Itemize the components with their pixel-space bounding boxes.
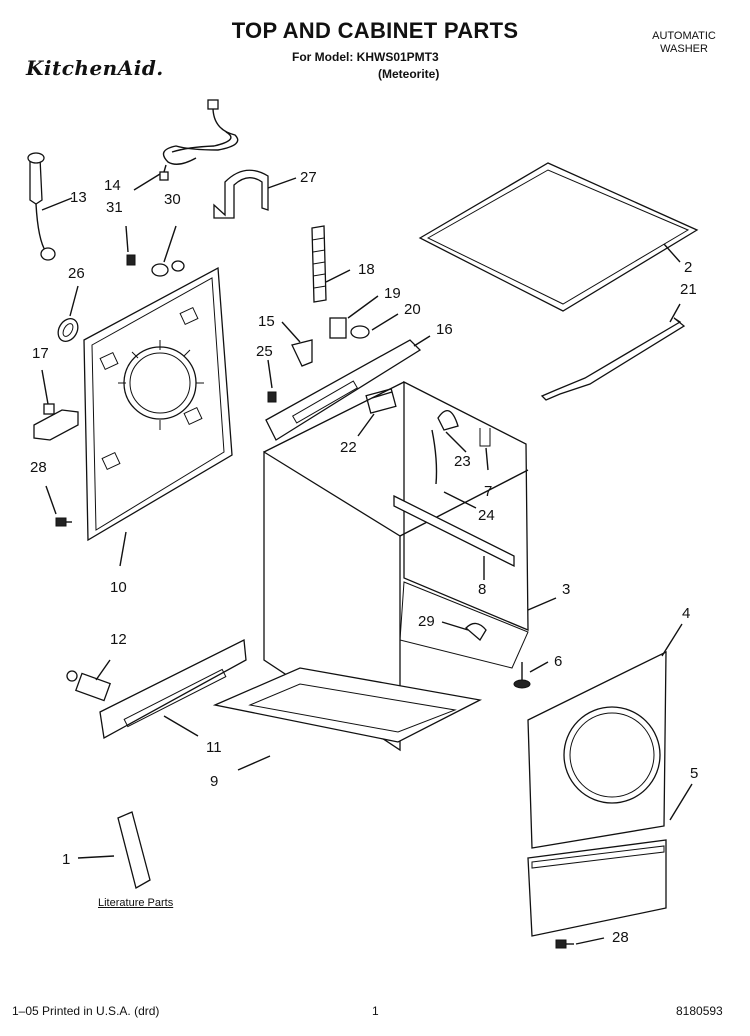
- callout-18: 18: [358, 261, 375, 278]
- callout-5: 5: [690, 765, 698, 782]
- callout-13: 13: [70, 189, 87, 206]
- callout-8: 8: [478, 581, 486, 598]
- callout-25: 25: [256, 343, 273, 360]
- callout-19: 19: [384, 285, 401, 302]
- exploded-parts-diagram: 13 14 31 30 27 26 17 28 10 12 11 9 1 2 2…: [27, 99, 699, 949]
- part-inlet-hose: [27, 152, 56, 261]
- callout-24: 24: [478, 507, 495, 524]
- footer-print-info: 1–05 Printed in U.S.A. (drd): [12, 1004, 160, 1018]
- callout-11: 11: [206, 739, 222, 756]
- leader-lines: [41, 173, 693, 945]
- callout-9: 9: [210, 773, 218, 790]
- callout-29: 29: [418, 613, 435, 630]
- callout-4: 4: [682, 605, 690, 622]
- part-rear-panel: [83, 266, 233, 542]
- part-screw-left: [55, 517, 72, 527]
- part-standpipe: [311, 225, 327, 303]
- callout-6: 6: [554, 653, 562, 670]
- part-clamp: [126, 254, 185, 277]
- literature-parts-label: Literature Parts: [98, 897, 174, 909]
- part-top-lid: [418, 162, 699, 312]
- part-base-pan: [212, 667, 483, 743]
- callout-1: 1: [62, 851, 70, 868]
- part-kick-rail: [99, 638, 247, 740]
- model-variant: (Meteorite): [378, 67, 440, 81]
- callout-20: 20: [404, 301, 421, 318]
- callout-3: 3: [562, 581, 570, 598]
- callout-7: 7: [484, 483, 492, 500]
- callout-26: 26: [68, 265, 85, 282]
- part-top-rail: [265, 339, 422, 441]
- callout-28-bottom: 28: [612, 929, 629, 946]
- callout-23: 23: [454, 453, 471, 470]
- part-grommet: [57, 318, 79, 342]
- part-literature: [117, 811, 151, 889]
- callout-17: 17: [32, 345, 49, 362]
- footer-page-number: 1: [372, 1004, 379, 1018]
- part-front-panel: [527, 650, 667, 849]
- footer-document-number: 8180593: [676, 1004, 723, 1018]
- callout-28-left: 28: [30, 459, 47, 476]
- part-screw-bottom: [555, 939, 574, 949]
- part-roller: [66, 670, 112, 702]
- page-title: TOP AND CABINET PARTS: [231, 18, 519, 43]
- callout-27: 27: [300, 169, 317, 186]
- callout-10: 10: [110, 579, 127, 596]
- part-leveling-leg: [513, 662, 531, 689]
- part-power-cord: [159, 99, 239, 181]
- part-strap: [540, 317, 686, 401]
- model-line: For Model: KHWS01PMT3: [292, 50, 439, 64]
- callout-2: 2: [684, 259, 692, 276]
- callout-22: 22: [340, 439, 357, 456]
- callout-numbers: 13 14 31 30 27 26 17 28 10 12 11 9 1 2 2…: [30, 169, 698, 946]
- callout-31: 31: [106, 199, 123, 216]
- category-line-1: AUTOMATIC: [652, 30, 716, 42]
- callout-16: 16: [436, 321, 453, 338]
- part-toe-panel: [527, 839, 667, 937]
- callout-30: 30: [164, 191, 181, 208]
- callout-14: 14: [104, 177, 121, 194]
- category-line-2: WASHER: [660, 43, 708, 55]
- callout-15: 15: [258, 313, 275, 330]
- part-switch: [365, 388, 397, 414]
- part-pressure-switch: [329, 317, 370, 339]
- callout-21: 21: [680, 281, 697, 298]
- part-valve: [33, 403, 79, 441]
- brand-logo: KitchenAid.: [26, 56, 164, 80]
- part-bracket: [213, 169, 269, 219]
- part-clip: [267, 339, 313, 403]
- callout-12: 12: [110, 631, 127, 648]
